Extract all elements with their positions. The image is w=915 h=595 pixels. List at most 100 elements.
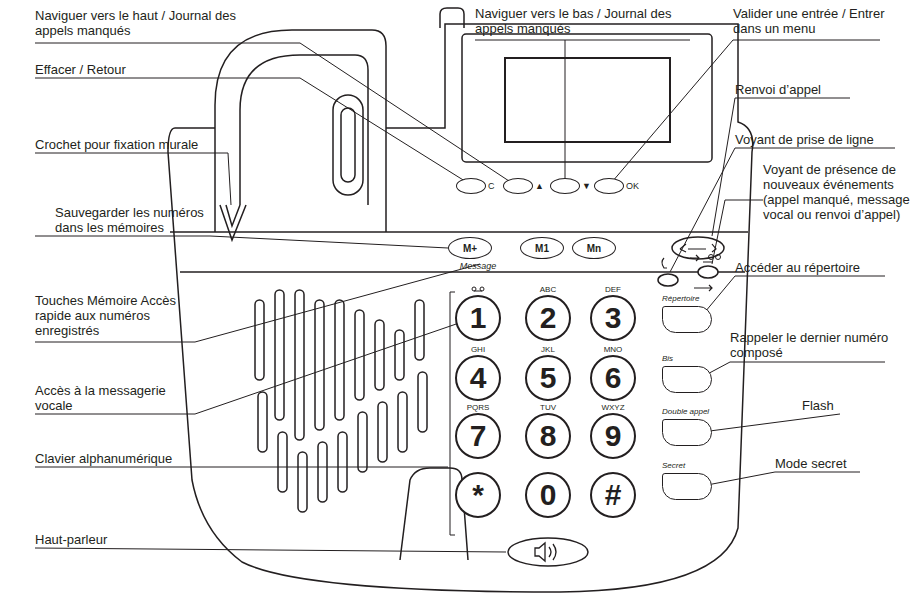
callout-label: Valider une entrée / Entrer dans un menu	[733, 6, 893, 36]
leader-lines	[35, 40, 895, 552]
speaker-grille	[255, 290, 427, 512]
keypad-key: #	[590, 472, 636, 518]
leader-line	[700, 276, 885, 318]
leader-line	[35, 236, 448, 248]
handset-cradle	[215, 30, 386, 232]
memory-key: M+	[448, 237, 492, 259]
keypad-key: JKL5	[525, 355, 571, 401]
screen-display	[505, 58, 670, 142]
soft-key-symbol: ▲	[535, 180, 544, 192]
memory-key-label: M+	[463, 243, 477, 254]
key-letters: TUV	[507, 403, 589, 412]
grille-slot	[255, 300, 264, 380]
leader-line	[475, 40, 690, 41]
leader-line	[35, 548, 506, 552]
grille-slot	[398, 392, 407, 452]
voicemail-icon	[716, 255, 721, 260]
grille-slot	[338, 432, 347, 492]
line-led-icon	[662, 258, 667, 268]
soft-key-symbol: OK	[626, 180, 639, 192]
phone-body	[168, 24, 753, 592]
function-key-label: Bis	[662, 353, 712, 364]
keypad-key: Message1	[455, 295, 501, 341]
soft-key: C	[456, 178, 486, 194]
voicemail-icon	[472, 287, 476, 291]
key-digit: 0	[540, 480, 557, 510]
memory-key-label: Mn	[587, 243, 601, 254]
keypad-bracket	[450, 292, 455, 535]
grille-slot	[358, 412, 367, 472]
callout-label: Crochet pour fixation murale	[35, 137, 255, 152]
keypad-key: TUV8	[525, 413, 571, 459]
leader-line	[35, 43, 512, 183]
function-key: Bis	[662, 353, 712, 393]
voicemail-icon	[480, 287, 484, 291]
forward-icon	[680, 244, 716, 252]
callout-label: Sauvegarder les numéros dans les mémoire…	[55, 205, 220, 235]
key-digit: 9	[605, 421, 622, 451]
key-letters: GHI	[437, 345, 519, 354]
callout-label: Mode secret	[775, 456, 895, 471]
speaker-icon	[535, 543, 556, 561]
wall-hook	[220, 205, 246, 240]
grille-slot	[375, 320, 384, 390]
voicemail-icon	[474, 291, 482, 292]
callout-label: Clavier alphanumérique	[35, 451, 235, 466]
leader-line	[702, 414, 840, 432]
keypad-key: MNO6	[590, 355, 636, 401]
leader-line	[35, 467, 448, 468]
event-led	[698, 266, 718, 278]
function-key-button	[662, 419, 712, 446]
callout-label: Voyant de prise de ligne	[735, 132, 910, 147]
leader-line	[712, 200, 763, 264]
keypad-key: GHI4	[455, 355, 501, 401]
key-letters: MNO	[572, 345, 654, 354]
keypad-key: WXYZ9	[590, 413, 636, 459]
memory-key: M1	[520, 237, 564, 259]
soft-key: ▼	[550, 178, 580, 194]
line-led	[658, 274, 678, 286]
key-digit: 6	[605, 363, 622, 393]
screen-frame	[462, 34, 712, 162]
grille-slot	[378, 402, 387, 462]
key-digit: 1	[470, 303, 487, 333]
callout-label: Accéder au répertoire	[735, 260, 905, 275]
callout-label: Effacer / Retour	[35, 62, 235, 77]
soft-key: OK	[594, 178, 624, 194]
function-key-button	[662, 366, 712, 393]
key-digit: 5	[540, 363, 557, 393]
top-tab	[440, 8, 464, 28]
callout-label: Naviguer vers le haut / Journal des appe…	[35, 8, 265, 38]
key-letters: DEF	[572, 285, 654, 294]
grille-slot	[355, 310, 364, 400]
key-digit: 8	[540, 421, 557, 451]
function-key-label: Répertoire	[662, 293, 712, 304]
callout-label: Rappeler le dernier numéro composé	[730, 330, 890, 360]
memory-key-label: M1	[535, 243, 549, 254]
grille-slot	[415, 300, 424, 360]
key-letters: JKL	[507, 345, 589, 354]
grille-slot	[278, 432, 287, 492]
memory-key: Mn	[572, 237, 616, 259]
grille-slot	[418, 372, 427, 432]
keypad-key: ABC2	[525, 295, 571, 341]
key-letters: WXYZ	[572, 403, 654, 412]
leader-line	[565, 40, 566, 182]
key-digit: #	[605, 480, 622, 510]
grille-slot	[275, 290, 284, 420]
panel-line	[180, 271, 745, 273]
callout-label: Flash	[802, 398, 902, 413]
key-digit: 3	[605, 303, 622, 333]
soft-key-symbol: ▼	[582, 180, 591, 192]
callout-label: Renvoi d’appel	[735, 82, 905, 97]
function-key-button	[662, 306, 712, 333]
function-key-button	[662, 473, 712, 500]
callout-label: Haut-parleur	[35, 532, 185, 547]
soft-key-symbol: C	[488, 180, 495, 192]
leader-line	[35, 264, 480, 342]
forward-button	[672, 237, 724, 259]
key-digit: 4	[470, 363, 487, 393]
key-caption: Message	[437, 262, 519, 271]
hook-slot-inner	[341, 108, 355, 182]
leader-line	[702, 472, 860, 486]
